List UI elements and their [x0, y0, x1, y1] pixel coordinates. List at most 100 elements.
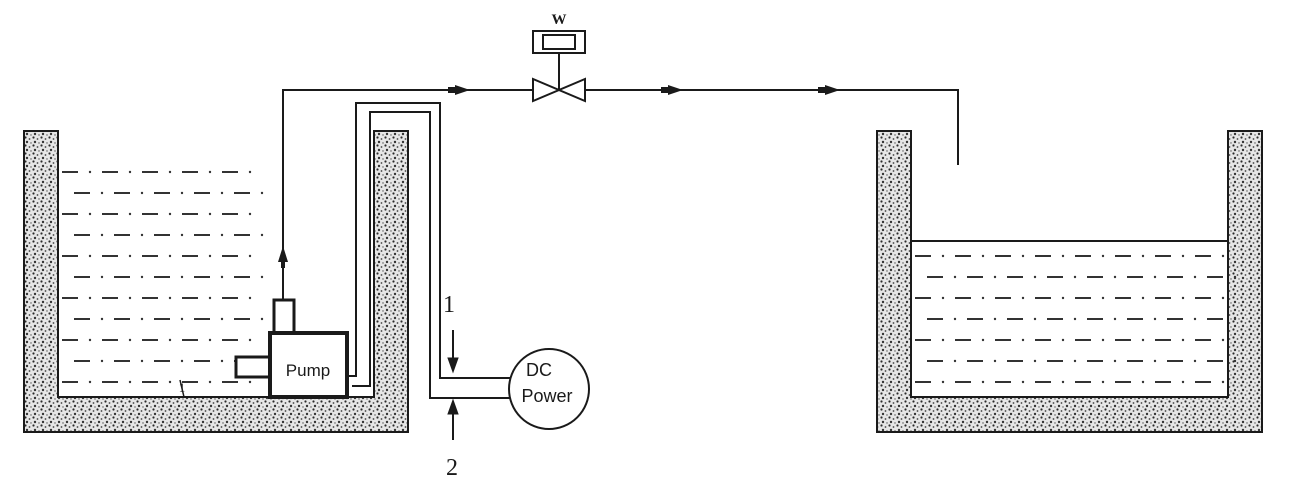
water-dot: [1181, 380, 1185, 384]
tank-marker-leader: [179, 379, 185, 398]
water-dot: [1141, 296, 1145, 300]
valve-body-left: [532, 77, 562, 103]
water-dot: [981, 296, 985, 300]
water-dot: [1101, 254, 1105, 258]
flow-arrows: [278, 85, 840, 268]
water-dot: [168, 296, 172, 300]
water-dot: [128, 254, 132, 258]
water-dot: [941, 296, 945, 300]
water-dot: [208, 296, 212, 300]
water-dot: [248, 212, 252, 216]
water-dot: [128, 170, 132, 174]
water-dot: [248, 338, 252, 342]
marker-1-arrow: [447, 357, 459, 374]
water-dot: [1153, 359, 1157, 363]
water-dot: [1101, 338, 1105, 342]
pump-label: Pump: [286, 361, 330, 380]
water-dot: [220, 233, 224, 237]
water-dot: [981, 338, 985, 342]
left-tank: [23, 130, 409, 433]
water-dot: [1193, 275, 1197, 279]
flow-arrow-3: [825, 85, 840, 95]
power-cable: [347, 102, 512, 399]
water-dot: [1233, 317, 1237, 321]
water-dot: [1181, 338, 1185, 342]
water-dot: [128, 296, 132, 300]
water-dot: [140, 191, 144, 195]
water-dot: [220, 359, 224, 363]
left-tank-wall: [23, 130, 409, 433]
water-dot: [248, 380, 252, 384]
water-dot: [1033, 317, 1037, 321]
water-dot: [168, 170, 172, 174]
water-dot: [260, 233, 264, 237]
water-dot: [1193, 317, 1197, 321]
water-dot: [1221, 254, 1225, 258]
water-dot: [88, 212, 92, 216]
tank-marker-label: 1: [179, 380, 186, 395]
water-dot: [128, 338, 132, 342]
water-dot: [180, 359, 184, 363]
water-dot: [1101, 380, 1105, 384]
water-dot: [1021, 338, 1025, 342]
water-dot: [88, 170, 92, 174]
water-dot: [1033, 359, 1037, 363]
water-dot: [220, 191, 224, 195]
water-dot: [260, 191, 264, 195]
water-dot: [88, 296, 92, 300]
water-dot: [100, 191, 104, 195]
dc-power-circle: [508, 348, 590, 430]
water-dot: [1141, 338, 1145, 342]
water-dot: [208, 380, 212, 384]
right-tank-wall: [876, 130, 1263, 433]
water-dot: [88, 338, 92, 342]
right-tank: [876, 130, 1263, 433]
valve-actuator-inner: [542, 34, 576, 50]
water-dot: [1113, 359, 1117, 363]
water-dot: [168, 380, 172, 384]
water-dot: [1033, 275, 1037, 279]
flow-arrow-up: [278, 246, 288, 262]
water-dot: [953, 275, 957, 279]
left-tank-water: [62, 170, 264, 384]
water-dot: [1221, 380, 1225, 384]
water-dot: [1193, 359, 1197, 363]
water-dot: [1073, 317, 1077, 321]
water-dot: [248, 296, 252, 300]
water-dot: [100, 359, 104, 363]
water-dot: [168, 338, 172, 342]
water-dot: [1221, 338, 1225, 342]
pump-body: [268, 331, 349, 399]
water-dot: [1181, 296, 1185, 300]
flow-arrow-1: [455, 85, 470, 95]
pump-inlet: [234, 355, 274, 379]
water-dot: [100, 233, 104, 237]
water-dot: [1061, 296, 1065, 300]
right-tank-water: [915, 254, 1237, 384]
water-dot: [1061, 338, 1065, 342]
water-dot: [220, 275, 224, 279]
water-dot: [1221, 296, 1225, 300]
water-dot: [1021, 380, 1025, 384]
water-dot: [88, 254, 92, 258]
water-dot: [128, 212, 132, 216]
dc-power-label-line2: Power: [521, 386, 572, 406]
water-dot: [981, 254, 985, 258]
water-dot: [1181, 254, 1185, 258]
water-dot: [1113, 275, 1117, 279]
water-dot: [953, 359, 957, 363]
water-dot: [993, 317, 997, 321]
marker-2-arrow: [447, 398, 459, 415]
water-dot: [941, 254, 945, 258]
water-dot: [1233, 359, 1237, 363]
flow-arrow-2-tail: [661, 87, 669, 93]
water-dot: [140, 317, 144, 321]
water-dot: [1061, 380, 1065, 384]
water-dot: [1153, 317, 1157, 321]
water-dot: [208, 254, 212, 258]
water-dot: [220, 317, 224, 321]
water-dot: [180, 233, 184, 237]
water-dot: [1073, 359, 1077, 363]
valve-label: W: [552, 12, 567, 28]
